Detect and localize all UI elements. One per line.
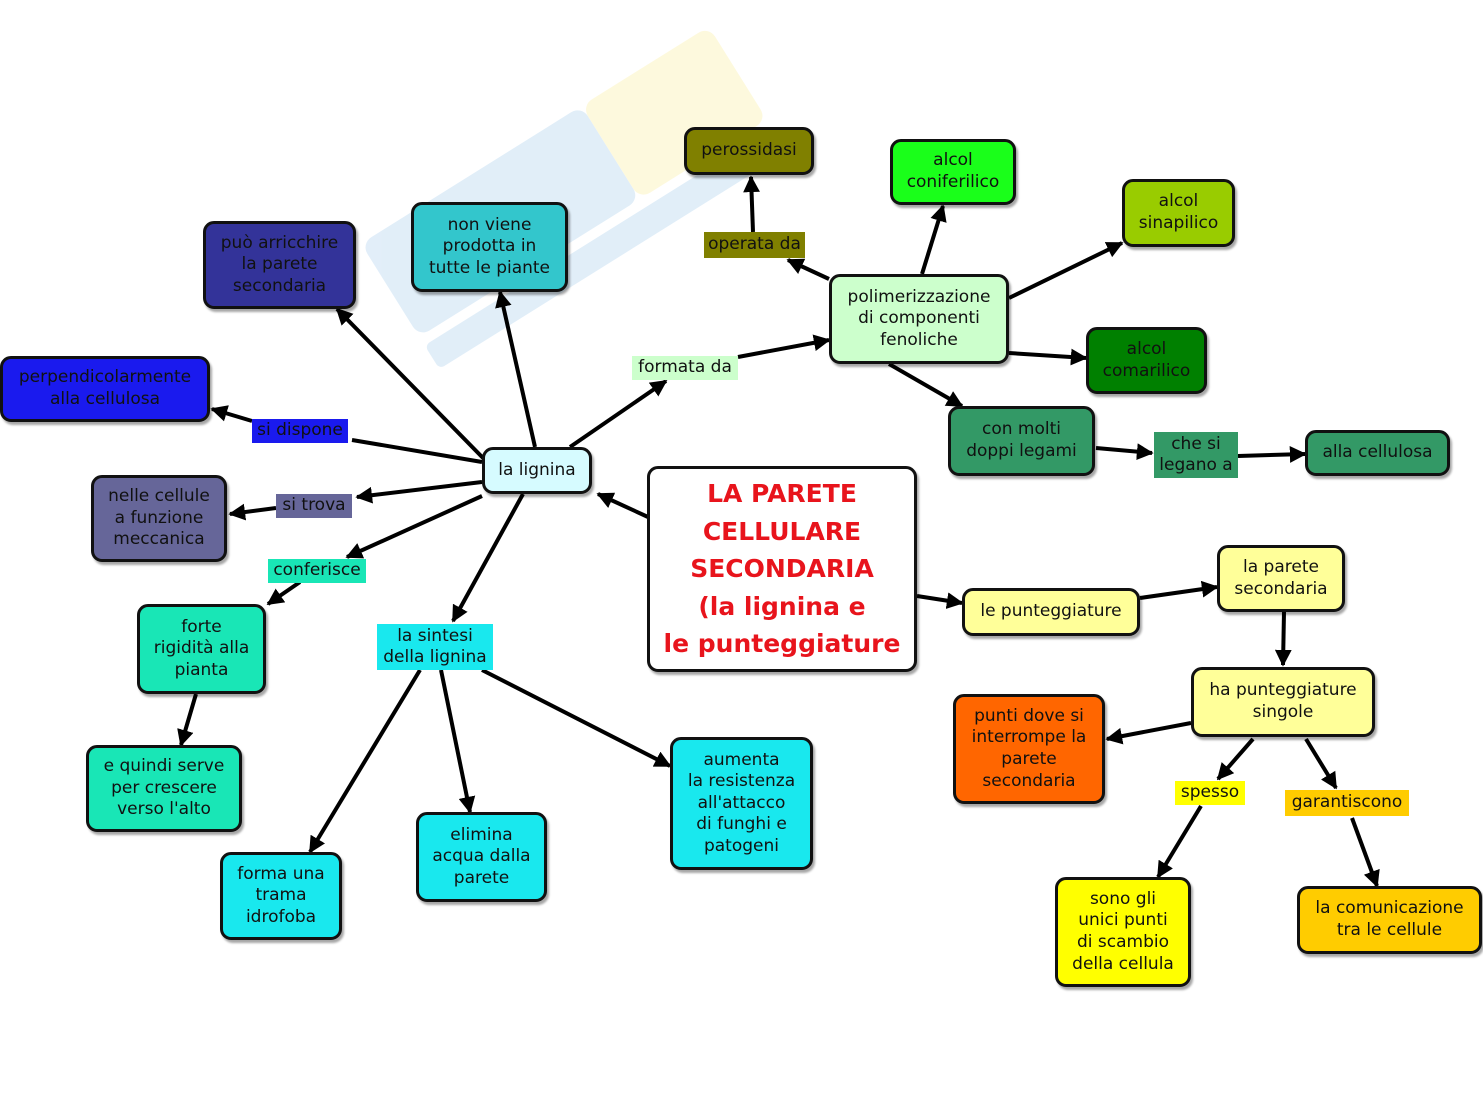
node-con-molti-doppi-legami: con molti doppi legami xyxy=(948,406,1095,476)
label-formata-da: formata da xyxy=(632,356,738,380)
connector-sintesi-resistenza xyxy=(481,668,672,768)
connector-si-dispone-perpendicolare xyxy=(210,405,253,423)
connector-che-si-alla-cellulosa xyxy=(1237,446,1307,463)
node-nelle-cellule-meccanica: nelle cellule a funzione meccanica xyxy=(91,475,227,562)
connector-lignina-formata-da xyxy=(568,379,668,449)
node-elimina-acqua: elimina acqua dalla parete xyxy=(416,812,547,902)
node-alcol-sinapilico: alcol sinapilico xyxy=(1122,179,1235,247)
connector-polimerizzazione-sinapilico xyxy=(1008,241,1124,300)
label-conferisce: conferisce xyxy=(268,559,366,583)
label-operata-da: operata da xyxy=(704,232,805,258)
connector-lignina-conferisce xyxy=(345,494,483,559)
connector-lignina-si-dispone xyxy=(351,438,483,464)
label-si-dispone: si dispone xyxy=(252,419,348,443)
connector-sintesi-trama xyxy=(308,668,422,854)
node-le-punteggiature: le punteggiature xyxy=(962,588,1140,636)
label-che-si-legano-a: che si legano a xyxy=(1154,432,1238,478)
connector-polimerizzazione-doppi-legami xyxy=(888,362,964,408)
connector-parete-punteggiature xyxy=(916,592,964,609)
node-crescere-verso-alto: e quindi serve per crescere verso l'alto xyxy=(86,745,242,832)
node-parete-cellulare-secondaria: LA PARETE CELLULARE SECONDARIA (la ligni… xyxy=(647,466,917,672)
node-la-parete-secondaria: la parete secondaria xyxy=(1217,545,1345,612)
node-alcol-coniferilico: alcol coniferilico xyxy=(890,139,1016,205)
connector-si-trova-cellule xyxy=(228,503,277,521)
node-alcol-comarilico: alcol comarilico xyxy=(1086,327,1207,394)
node-non-viene-prodotta: non viene prodotta in tutte le piante xyxy=(411,202,568,292)
connector-polimerizzazione-comarilico xyxy=(1008,348,1088,366)
connector-garantiscono-comunicazione xyxy=(1350,817,1380,888)
node-perossidasi: perossidasi xyxy=(684,127,814,175)
connector-polimerizzazione-operata-da xyxy=(786,258,830,281)
node-unici-punti-scambio: sono gli unici punti di scambio della ce… xyxy=(1055,877,1191,987)
node-aumenta-resistenza: aumenta la resistenza all'attacco di fun… xyxy=(670,737,813,870)
node-alla-cellulosa: alla cellulosa xyxy=(1305,430,1450,476)
connector-singole-spesso xyxy=(1216,737,1255,781)
connector-lignina-arricchire xyxy=(335,307,487,462)
connector-doppi-legami-che-si xyxy=(1095,443,1154,461)
connector-conferisce-rigidita xyxy=(266,580,302,606)
connector-polimerizzazione-coniferilico xyxy=(920,204,947,275)
connector-sintesi-elimina xyxy=(439,669,476,814)
label-spesso: spesso xyxy=(1175,781,1245,805)
connector-parete-sec-singole xyxy=(1274,611,1292,667)
label-garantiscono: garantiscono xyxy=(1285,790,1409,816)
connector-lignina-sintesi xyxy=(451,493,525,623)
node-puo-arricchire: può arricchire la parete secondaria xyxy=(203,221,356,309)
connector-formata-da-polimerizzazione xyxy=(737,334,831,359)
label-la-sintesi-della-lignina: la sintesi della lignina xyxy=(377,624,493,670)
connector-singole-punti-dove xyxy=(1105,721,1192,745)
connector-lignina-non-viene xyxy=(495,290,537,448)
connector-parete-lignina xyxy=(596,492,649,519)
node-polimerizzazione: polimerizzazione di componenti fenoliche xyxy=(829,274,1009,364)
label-si-trova: si trova xyxy=(276,494,352,518)
node-trama-idrofoba: forma una trama idrofoba xyxy=(220,852,342,940)
connector-operata-da-perossidasi xyxy=(743,175,760,233)
node-la-lignina: la lignina xyxy=(482,447,592,494)
node-comunicazione-cellule: la comunicazione tra le cellule xyxy=(1297,886,1482,954)
node-punti-dove-interrompe: punti dove si interrompe la parete secon… xyxy=(953,694,1105,804)
connector-rigidita-crescere xyxy=(177,693,198,747)
connector-spesso-unici xyxy=(1156,804,1203,879)
node-punteggiature-singole: ha punteggiature singole xyxy=(1191,667,1375,737)
node-forte-rigidita: forte rigidità alla pianta xyxy=(137,604,266,694)
connector-singole-garantiscono xyxy=(1304,737,1338,790)
connector-punteggiature-parete-sec xyxy=(1139,580,1219,600)
node-perpendicolarmente: perpendicolarmente alla cellulosa xyxy=(0,356,210,422)
connector-lignina-si-trova xyxy=(355,480,483,504)
